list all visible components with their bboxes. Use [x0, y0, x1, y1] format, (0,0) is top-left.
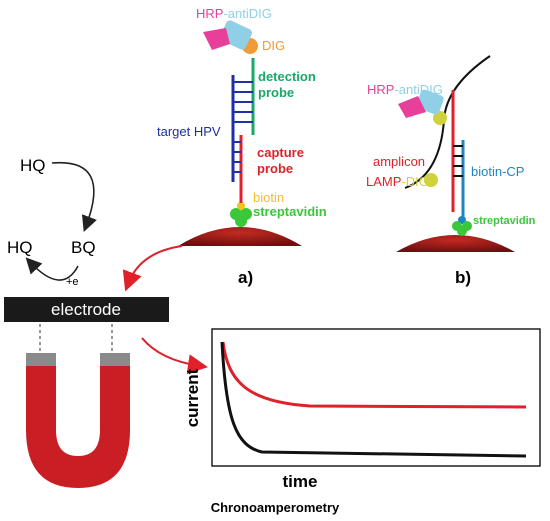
electrode-surface-a: [178, 227, 302, 246]
biotin-cp-rungs: [453, 145, 463, 177]
amplicon-label-line2: LAMP-DIG: [366, 174, 429, 189]
surface-to-electrode-arrow: [122, 245, 183, 292]
magnet-field-lines: [39, 324, 113, 352]
plot-xlabel: time: [283, 472, 318, 491]
streptavidin-label-b: streptavidin: [473, 215, 536, 227]
hrp-enzyme-shape-b: [398, 96, 426, 118]
target-hpv-label: target HPV: [157, 124, 221, 139]
plot-frame: [211, 328, 541, 467]
detection-probe-label-line2: probe: [258, 85, 294, 100]
lower-hybridization-rungs: [233, 141, 241, 173]
panel-a-caption: a): [238, 268, 253, 287]
hrp-antidig-label-b: HRP-antiDIG: [367, 82, 443, 97]
streptavidin-label-a: streptavidin: [253, 204, 327, 219]
detection-probe-label-line1: detection: [258, 69, 316, 84]
hrp-enzyme-shape: [203, 28, 230, 50]
plot-ylabel: current: [183, 368, 202, 427]
amplicon-label-line1: amplicon: [373, 154, 425, 169]
red-current-trace: [221, 341, 527, 409]
electrode-bar: electrode: [4, 297, 169, 322]
electrode-surface-b: [396, 235, 515, 252]
panel-a: HRP-antiDIG DIG detection probe target H…: [157, 6, 327, 287]
biotin-label-a: biotin: [253, 190, 284, 205]
hq-top-label: HQ: [20, 156, 46, 175]
dig-label-a: DIG: [262, 38, 285, 53]
dig-dot-top: [433, 111, 447, 125]
panel-b-caption: b): [455, 268, 471, 287]
electron-label: +e: [66, 276, 79, 288]
horseshoe-magnet: [26, 353, 130, 488]
streptavidin-blob-a: [230, 208, 252, 227]
bq-to-hq-arrow: [25, 257, 79, 281]
hq-bottom-label: HQ: [7, 238, 33, 257]
biotin-cp-label: biotin-CP: [471, 164, 524, 179]
chronoamperometry-plot: current time Chronoamperometry: [183, 328, 541, 515]
panel-b: HRP-antiDIG amplicon LAMP-DIG biotin-CP …: [366, 55, 536, 287]
black-current-trace: [220, 341, 527, 458]
streptavidin-blob-b: [452, 221, 472, 236]
capture-probe-label-line1: capture: [257, 145, 304, 160]
plot-caption: Chronoamperometry: [211, 500, 340, 515]
dig-dot-amplicon: [424, 173, 438, 187]
upper-hybridization-rungs: [233, 81, 253, 123]
biotin-dot-a: [237, 202, 245, 210]
electrode-to-plot-arrow: [141, 337, 208, 375]
capture-probe-label-line2: probe: [257, 161, 293, 176]
hrp-antidig-label-a: HRP-antiDIG: [196, 6, 272, 21]
electrode-label: electrode: [51, 300, 121, 319]
redox-cycle: HQ HQ BQ +e: [7, 156, 97, 288]
bq-label: BQ: [71, 238, 96, 257]
hq-to-bq-arrow: [51, 161, 97, 232]
